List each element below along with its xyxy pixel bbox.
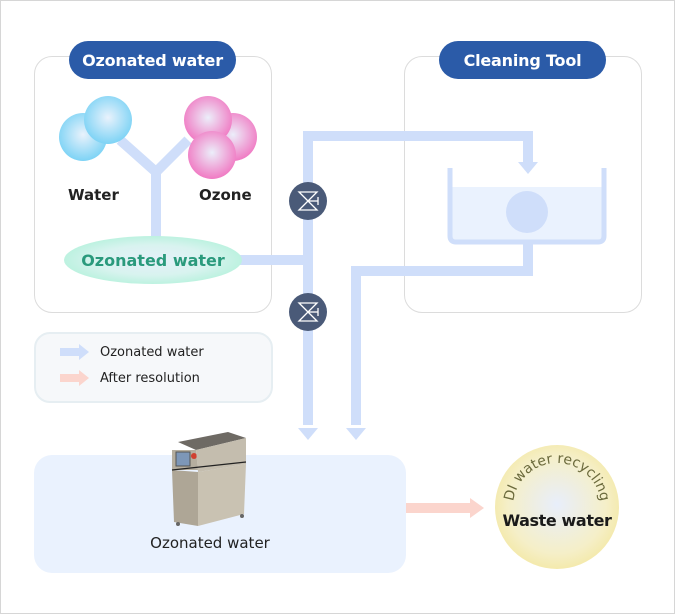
arrow-down-icon	[518, 162, 538, 174]
arrow-down-icon	[346, 428, 366, 440]
legend-item-ozonated-water: Ozonated water	[60, 344, 204, 360]
ozonated-water-title: Ozonated water	[69, 41, 236, 79]
cleaning-tool-title: Cleaning Tool	[439, 41, 606, 79]
water-label: Water	[68, 186, 119, 204]
valve-icon[interactable]	[289, 182, 327, 220]
main-supply-pipe	[240, 131, 533, 425]
ozonated-water-output: Ozonated water	[64, 236, 242, 284]
arrow-right-icon	[60, 370, 89, 386]
waste-water-circle: DI water recycling Waste water	[495, 445, 619, 569]
valve-icon[interactable]	[289, 293, 327, 331]
ozone-label: Ozone	[199, 186, 252, 204]
ozone-molecule-icon	[184, 96, 257, 179]
legend-label: Ozonated water	[100, 344, 204, 360]
svg-text:DI water recycling: DI water recycling	[501, 451, 612, 503]
dI-water-recycling-label: DI water recycling	[501, 451, 612, 503]
ozonated-water-generator-box: Ozonated water	[34, 432, 406, 573]
legend-label: After resolution	[100, 370, 200, 386]
wafer-icon	[506, 191, 548, 233]
after-resolution-arrow	[406, 498, 484, 518]
arc-text: DI water recycling	[501, 451, 612, 503]
generator-caption: Ozonated water	[150, 534, 270, 552]
waste-water-title: Waste water	[502, 511, 612, 530]
legend-item-after-resolution: After resolution	[60, 370, 200, 386]
cleaning-tank	[447, 168, 607, 245]
generator-machine-icon	[171, 432, 247, 526]
arrow-right-icon	[60, 344, 89, 360]
arrow-down-icon	[298, 428, 318, 440]
legend: Ozonated water After resolution	[34, 332, 273, 403]
y-junction-pipe	[116, 136, 192, 240]
water-molecule-icon	[59, 96, 132, 161]
